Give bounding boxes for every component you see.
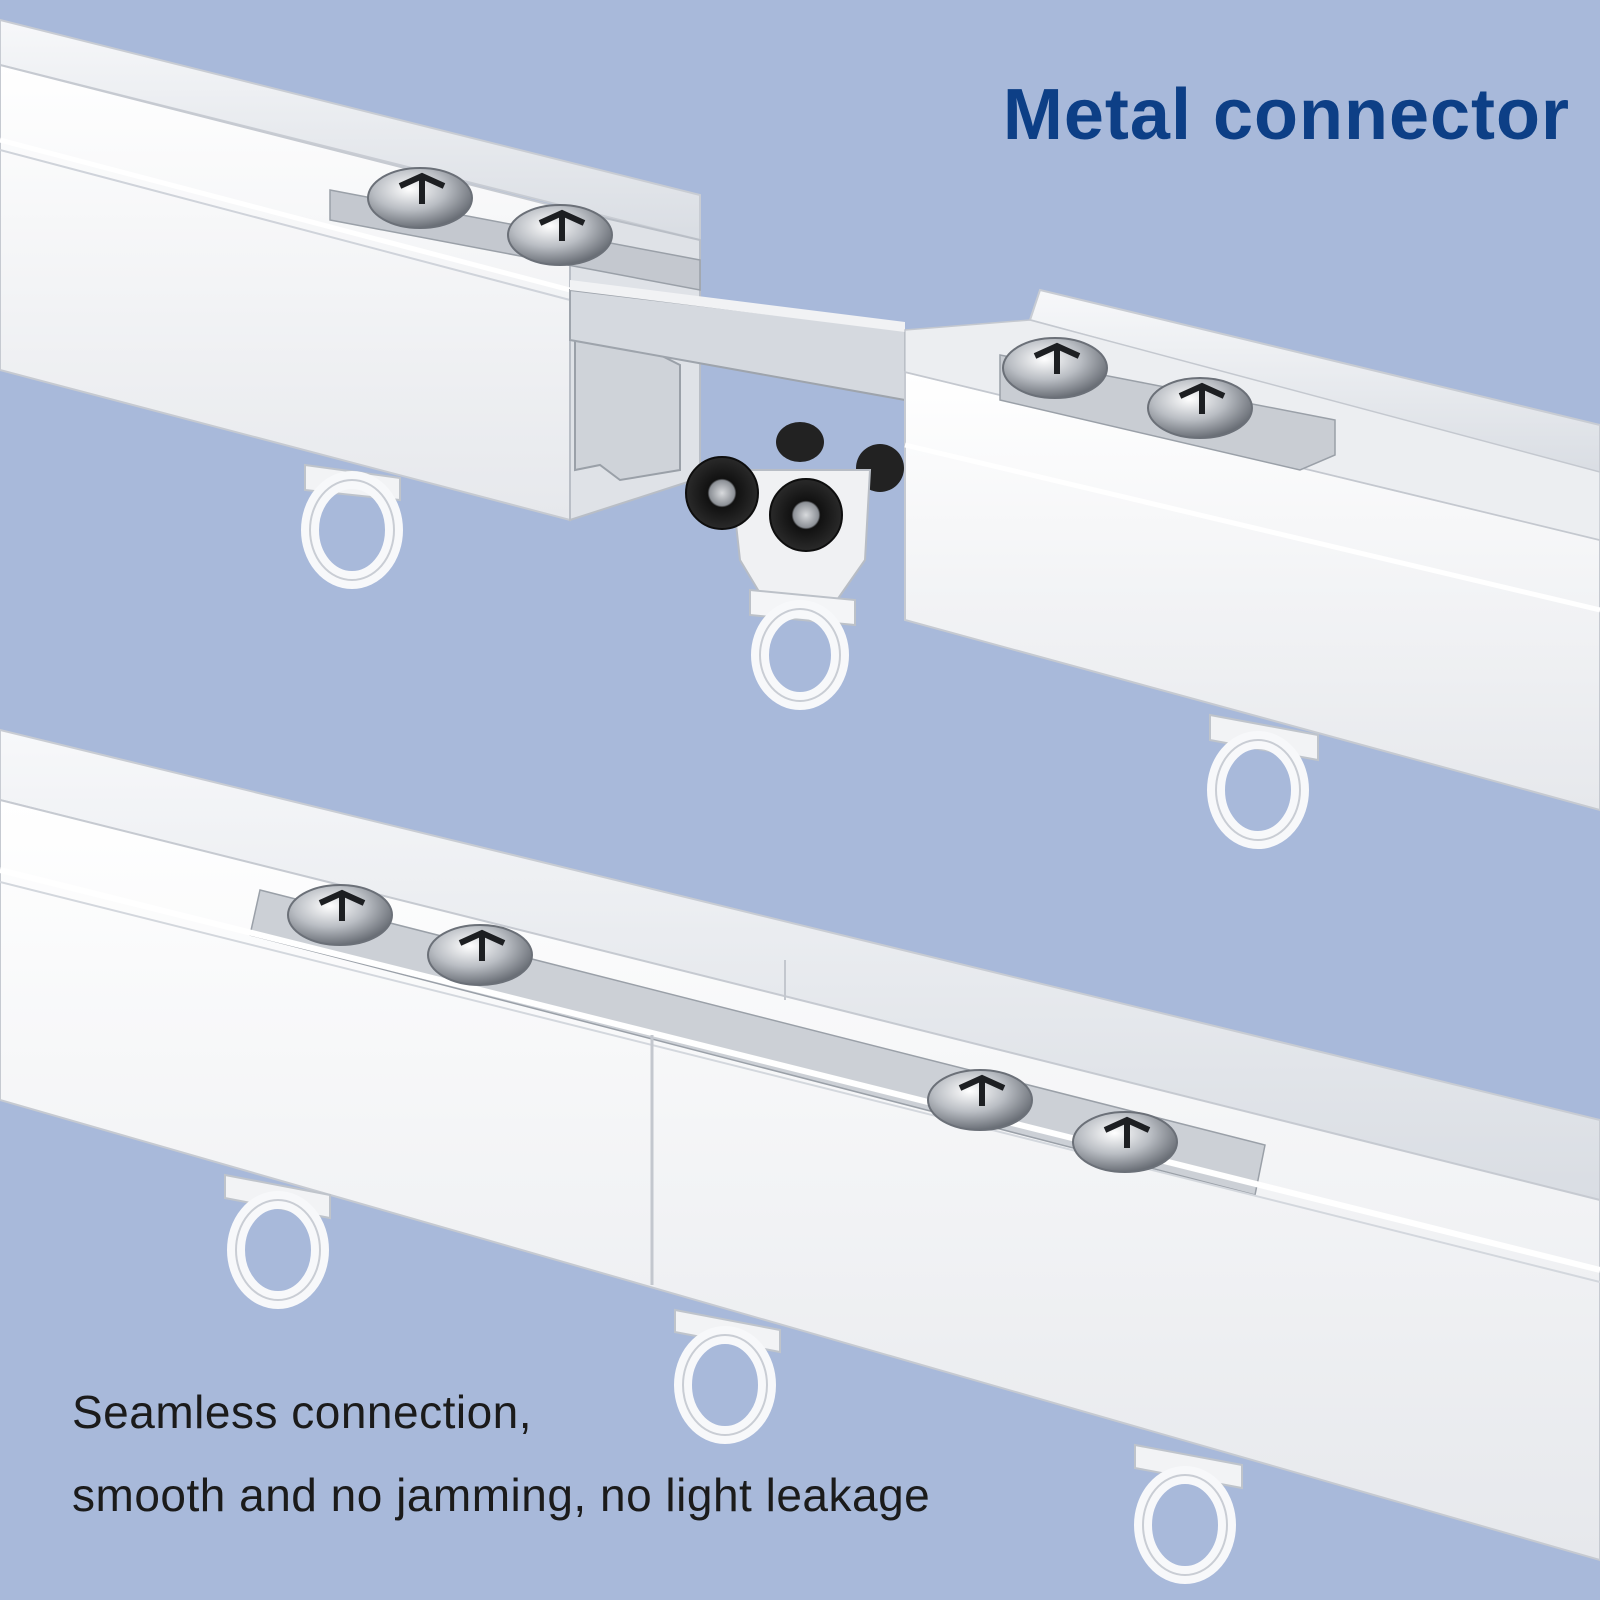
caption-line-1: Seamless connection, [72, 1386, 533, 1438]
roller-carrier-icon [685, 422, 904, 710]
ring-hook-icon [674, 1308, 781, 1444]
ring-hook-icon [1134, 1443, 1243, 1584]
caption-line-2: smooth and no jamming, no light leakage [72, 1469, 931, 1521]
screw-icon [367, 167, 473, 229]
ring-hook-icon [301, 463, 403, 589]
ring-hook-icon [224, 1173, 331, 1309]
headline: Metal connector [1002, 75, 1570, 155]
screw-icon [927, 1069, 1033, 1131]
screw-icon [1072, 1111, 1178, 1173]
screw-icon [1002, 337, 1108, 399]
upper-left-track [0, 18, 701, 522]
screw-icon [427, 924, 533, 986]
ring-hook-icon [1207, 713, 1319, 849]
screw-icon [507, 204, 613, 266]
screw-icon [1147, 377, 1253, 439]
screw-icon [287, 884, 393, 946]
